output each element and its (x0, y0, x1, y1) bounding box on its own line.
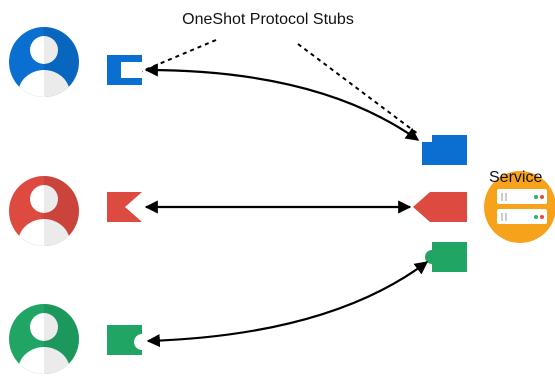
title-pointer-left (139, 39, 217, 73)
service-label: Service (489, 169, 542, 186)
client-green-stub (107, 325, 142, 355)
client-red-avatar (9, 176, 79, 246)
diagram-title: OneShot Protocol Stubs (182, 11, 354, 28)
client-red-stub (107, 192, 142, 222)
title-pointer-right (297, 43, 419, 135)
service-green-stub (425, 242, 467, 272)
service-server-icon (484, 171, 555, 243)
service-blue-stub (422, 135, 467, 165)
service-red-stub (413, 192, 467, 222)
connection-blue-arrow (144, 63, 420, 141)
client-blue-avatar (9, 27, 79, 97)
connection-green-arrow (146, 261, 429, 348)
client-green-avatar (9, 304, 79, 374)
client-blue-stub (107, 55, 142, 85)
